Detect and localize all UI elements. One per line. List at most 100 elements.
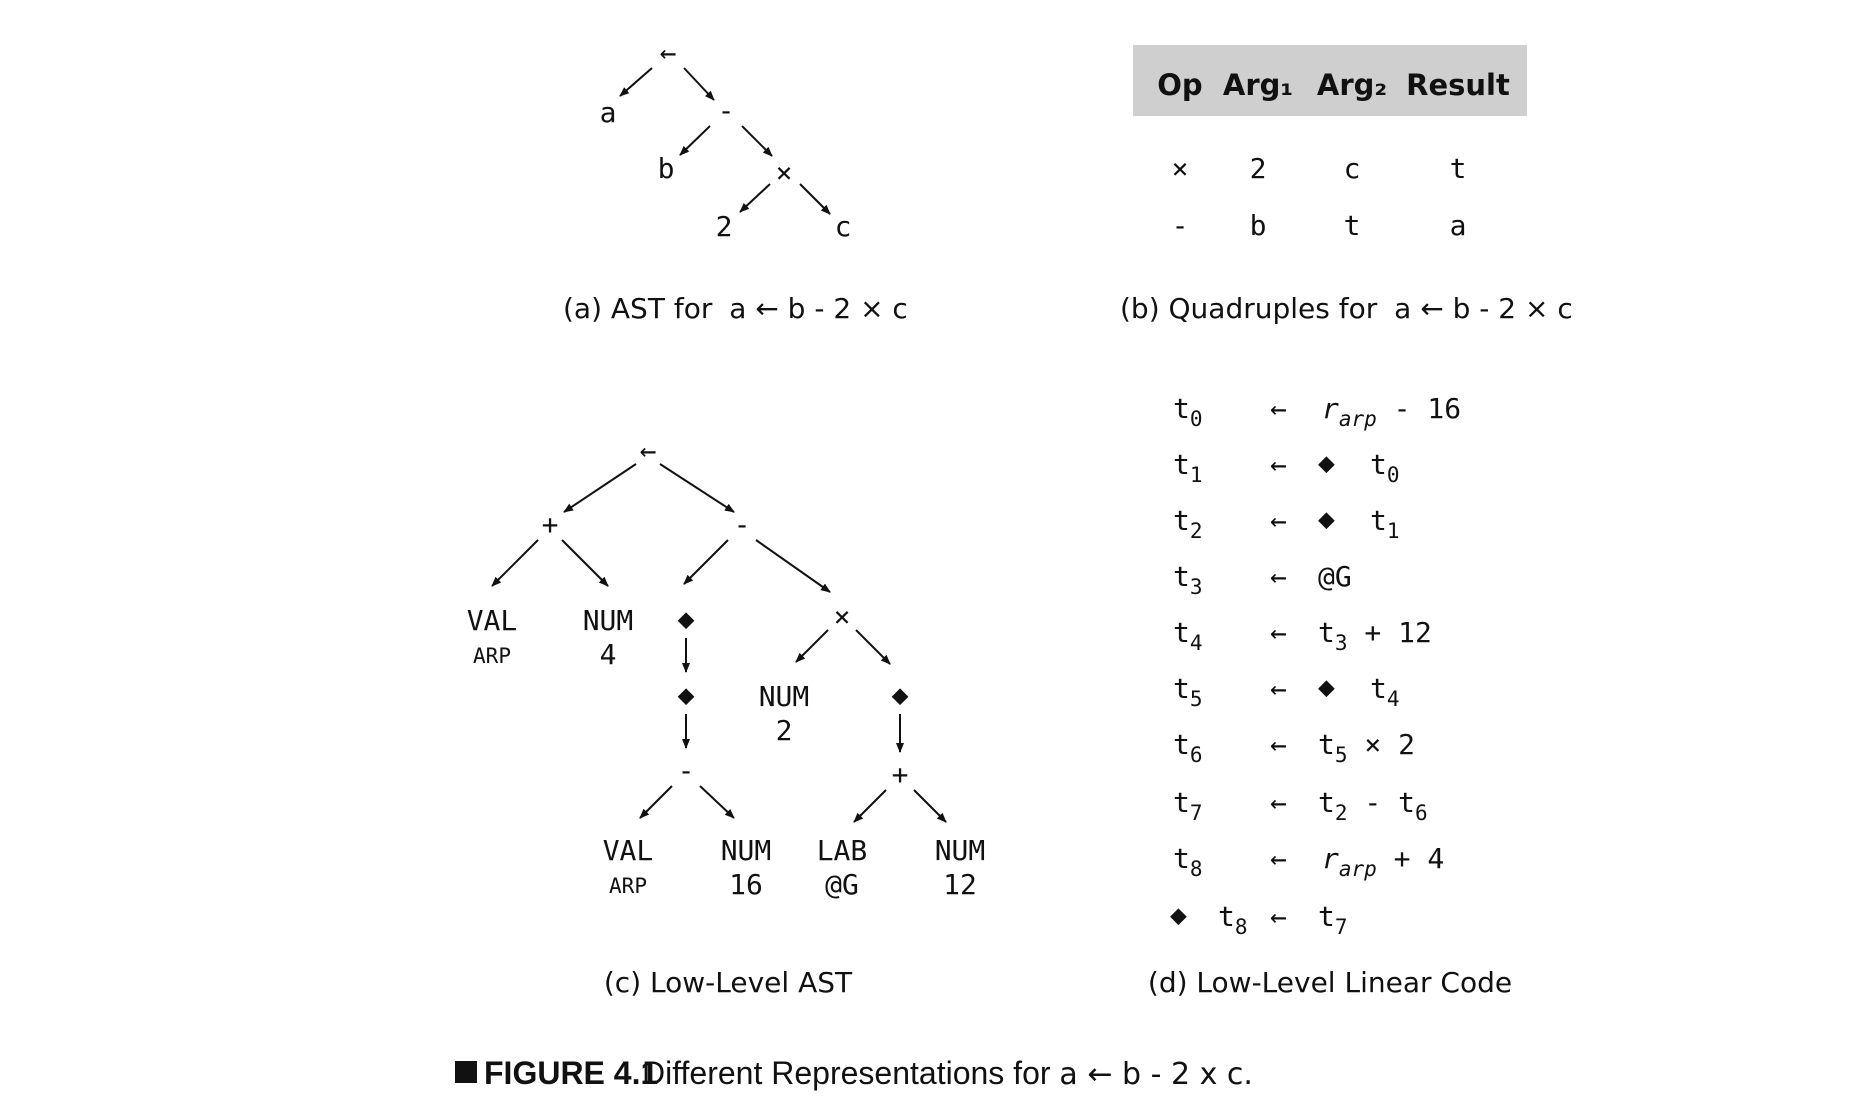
quad-cell: - — [1172, 209, 1189, 242]
svg-text:t6: t6 — [1173, 728, 1203, 767]
code-lhs: t — [1173, 786, 1190, 819]
quad-cell: t — [1344, 209, 1361, 242]
code-line: ◆ t8 ← t7 — [1170, 898, 1348, 939]
code-rhs: t — [1318, 728, 1335, 761]
code-rhs: t — [1370, 504, 1387, 537]
llast-node-deref: ◆ — [892, 678, 909, 711]
code-line: t2 ← ◆ t1 — [1173, 502, 1400, 543]
low-level-ast-panel: ← + VAL ARP NUM 4 - ◆ ◆ - VAL ARP NUM 16… — [467, 434, 986, 999]
code-rhs-sub: arp — [1339, 407, 1377, 431]
code-rhs: r — [1322, 392, 1339, 425]
code-rhs-tail: - t — [1348, 786, 1415, 819]
code-rhs: @G — [1318, 560, 1352, 593]
code-lhs-sub: 8 — [1190, 857, 1203, 881]
svg-text:t0: t0 — [1173, 392, 1203, 431]
svg-text:t1: t1 — [1370, 504, 1400, 543]
svg-text:t8: t8 — [1218, 900, 1248, 939]
code-lhs: t — [1173, 842, 1190, 875]
llast-node-deref: ◆ — [678, 602, 695, 635]
ast-node-minus: - — [718, 94, 735, 127]
ast-root-node: ← — [660, 36, 677, 69]
code-lhs: t — [1173, 448, 1190, 481]
ast-node-c: c — [835, 210, 852, 243]
llast-node-plus: + — [892, 758, 909, 791]
llast-node-num: NUM — [759, 680, 810, 713]
code-rhs-sub: 5 — [1335, 743, 1348, 767]
quad-cell: 2 — [1250, 152, 1267, 185]
llast-node-val: VAL — [467, 604, 518, 637]
code-rhs-tail: × 2 — [1348, 728, 1415, 761]
llast-node-plus: + — [542, 508, 559, 541]
llast-node-val-sub: ARP — [473, 644, 511, 668]
code-lhs: t — [1173, 616, 1190, 649]
quad-cell: a — [1450, 209, 1467, 242]
code-line: t3 ← @G — [1173, 560, 1352, 599]
code-line: t7 ← t2 - t6 — [1173, 786, 1428, 825]
llast-edge — [563, 463, 637, 513]
code-lhs: t — [1173, 560, 1190, 593]
code-lhs-sub: 2 — [1190, 519, 1203, 543]
svg-text:rarp + 4: rarp + 4 — [1322, 842, 1444, 881]
code-rhs-sub: 7 — [1335, 915, 1348, 939]
code-line: t0 ← rarp - 16 — [1173, 392, 1461, 431]
figure-caption: FIGURE 4.1 Different Representations for… — [455, 1055, 1253, 1092]
llast-node-num-val: 16 — [729, 868, 763, 901]
ast-node-2: 2 — [716, 210, 733, 243]
caption-square-icon — [455, 1061, 477, 1083]
assign-arrow: ← — [1270, 672, 1287, 705]
deref-diamond: ◆ — [1318, 670, 1335, 703]
svg-text:t3: t3 — [1173, 560, 1203, 599]
code-line: t4 ← t3 + 12 — [1173, 616, 1432, 655]
ast-node-times: × — [776, 156, 793, 189]
code-rhs: r — [1322, 842, 1339, 875]
code-lhs: t — [1173, 672, 1190, 705]
code-lhs: t — [1218, 900, 1235, 933]
figure-text: Different Representations for — [642, 1055, 1059, 1091]
code-lhs: t — [1173, 504, 1190, 537]
code-lhs-sub: 1 — [1190, 463, 1203, 487]
ast-edge — [739, 183, 771, 213]
deref-diamond: ◆ — [1170, 898, 1187, 931]
code-lhs-sub: 4 — [1190, 631, 1203, 655]
code-rhs-sub: 4 — [1387, 687, 1400, 711]
svg-text:t4: t4 — [1173, 616, 1203, 655]
code-rhs-tail-sub: 6 — [1415, 801, 1428, 825]
deref-diamond: ◆ — [1318, 502, 1335, 535]
llast-node-minus: - — [734, 508, 751, 541]
assign-arrow: ← — [1270, 448, 1287, 481]
quad-header-result: Result — [1406, 68, 1510, 102]
ast-node-b: b — [658, 152, 675, 185]
code-lhs: t — [1173, 392, 1190, 425]
quad-cell: t — [1450, 152, 1467, 185]
llast-node-lab: LAB — [817, 834, 868, 867]
quad-caption: (b) Quadruples for a ← b - 2 × c — [1120, 292, 1573, 325]
quad-cell: c — [1344, 152, 1361, 185]
svg-text:t2 - t6: t2 - t6 — [1318, 786, 1428, 825]
llast-edge — [755, 539, 831, 593]
svg-text:t7: t7 — [1318, 900, 1348, 939]
assign-arrow: ← — [1270, 392, 1287, 425]
llast-edge — [561, 539, 609, 587]
llast-node-num-val: 4 — [600, 638, 617, 671]
llast-edge — [795, 629, 829, 663]
code-rhs: t — [1318, 616, 1335, 649]
code-rhs: t — [1318, 900, 1335, 933]
quadruples-panel: Op Arg₁ Arg₂ Result × 2 c t - b t a (b) … — [1120, 45, 1573, 325]
ast-edge — [741, 125, 773, 157]
svg-text:t5 × 2: t5 × 2 — [1318, 728, 1415, 767]
code-rhs-sub: 3 — [1335, 631, 1348, 655]
assign-arrow: ← — [1270, 900, 1287, 933]
llast-caption: (c) Low-Level AST — [604, 966, 853, 999]
llast-node-num-val: 2 — [776, 714, 793, 747]
code-rhs: t — [1318, 786, 1335, 819]
llast-node-val: VAL — [603, 834, 654, 867]
llast-node-num: NUM — [583, 604, 634, 637]
code-lhs-sub: 6 — [1190, 743, 1203, 767]
svg-text:t3 + 12: t3 + 12 — [1318, 616, 1432, 655]
code-rhs-sub: 2 — [1335, 801, 1348, 825]
llast-edge — [491, 539, 539, 587]
code-lhs: t — [1173, 728, 1190, 761]
code-rhs-sub: 1 — [1387, 519, 1400, 543]
ast-node-a: a — [600, 96, 617, 129]
code-lhs-sub: 3 — [1190, 575, 1203, 599]
